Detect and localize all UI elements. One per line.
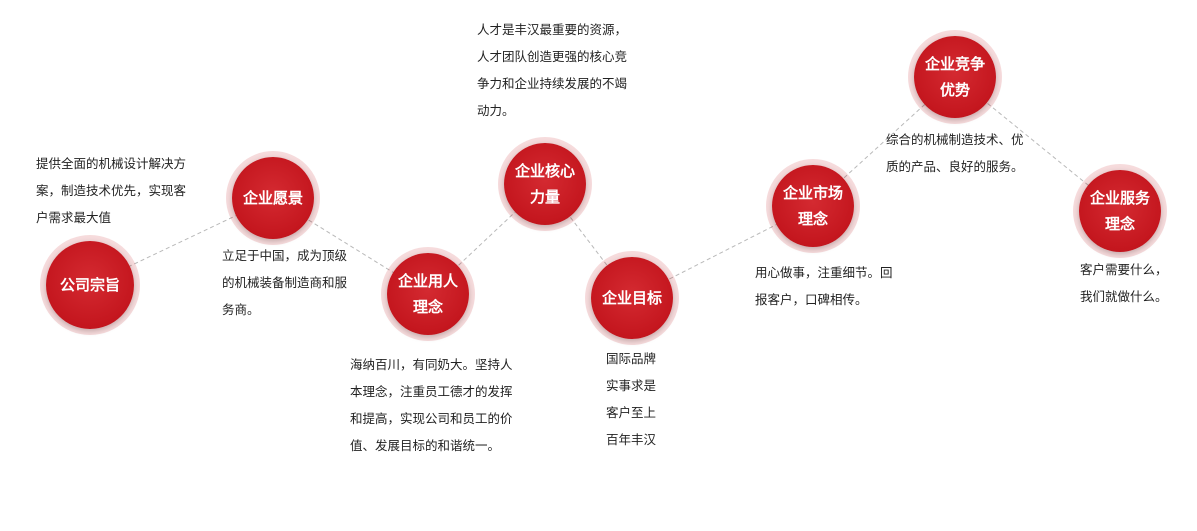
desc-advantage: 综合的机械制造技术、优质的产品、良好的服务。 bbox=[886, 132, 1024, 174]
desc-mission: 提供全面的机械设计解决方案，制造技术优先，实现客户需求最大值 bbox=[36, 156, 187, 225]
node-core-label: 企业核心力量 bbox=[514, 162, 575, 206]
node-service: 企业服务理念 bbox=[1079, 170, 1161, 252]
node-market: 企业市场理念 bbox=[772, 165, 854, 247]
desc-talent: 海纳百川，有同奶大。坚持人本理念，注重员工德才的发挥和提高，实现公司和员工的价值… bbox=[350, 357, 513, 453]
desc-market: 用心做事，注重细节。回报客户，口碑相传。 bbox=[755, 265, 893, 307]
node-advantage-label: 企业竞争优势 bbox=[924, 55, 985, 99]
node-service-label: 企业服务理念 bbox=[1089, 189, 1150, 233]
node-talent-label: 企业用人理念 bbox=[397, 272, 458, 316]
node-mission: 公司宗旨 bbox=[46, 241, 134, 329]
desc-vision: 立足于中国，成为顶级的机械装备制造商和服务商。 bbox=[222, 248, 348, 317]
desc-goal: 国际品牌实事求是客户至上百年丰汉 bbox=[606, 351, 657, 447]
node-talent: 企业用人理念 bbox=[387, 253, 469, 335]
node-vision: 企业愿景 bbox=[232, 157, 314, 239]
desc-core: 人才是丰汉最重要的资源，人才团队创造更强的核心竞争力和企业持续发展的不竭动力。 bbox=[477, 22, 628, 118]
node-goal: 企业目标 bbox=[591, 257, 673, 339]
node-market-label: 企业市场理念 bbox=[782, 184, 843, 228]
node-advantage: 企业竞争优势 bbox=[914, 36, 996, 118]
node-vision-label: 企业愿景 bbox=[242, 189, 303, 207]
node-mission-label: 公司宗旨 bbox=[59, 276, 120, 294]
node-goal-label: 企业目标 bbox=[601, 289, 662, 307]
desc-service: 客户需要什么，我们就做什么。 bbox=[1080, 262, 1168, 304]
node-core: 企业核心力量 bbox=[504, 143, 586, 225]
